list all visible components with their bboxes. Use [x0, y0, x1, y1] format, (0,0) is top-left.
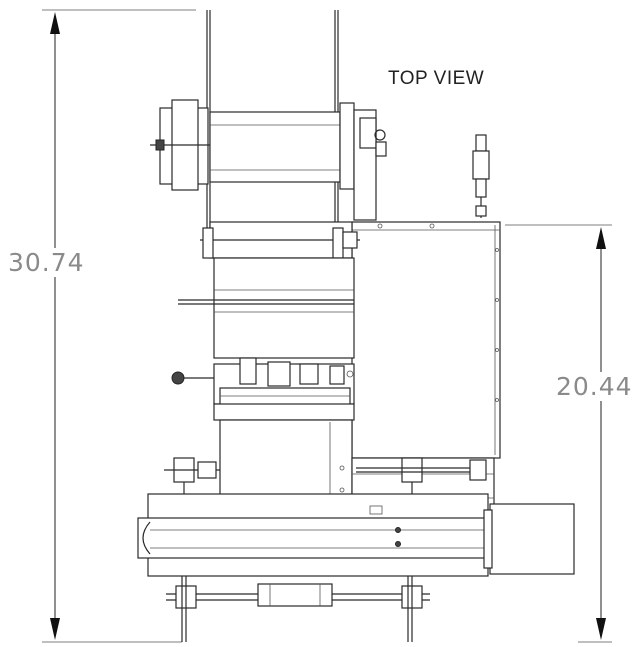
conveyor-base [137, 493, 575, 577]
sensor-probe [472, 134, 490, 218]
view-title: TOP VIEW [388, 68, 485, 89]
bottom-turnbuckle [166, 583, 430, 609]
guide-plate [178, 221, 360, 359]
overall-height-dimension [42, 9, 196, 643]
main-housing [351, 221, 501, 459]
bottom-legs [181, 576, 413, 642]
roll-assembly [150, 99, 387, 221]
body-height-label: 20.44 [556, 372, 633, 401]
carriage-mechanism [171, 357, 355, 421]
body-height-dimension [505, 224, 612, 643]
overall-height-label: 30.74 [8, 248, 85, 277]
